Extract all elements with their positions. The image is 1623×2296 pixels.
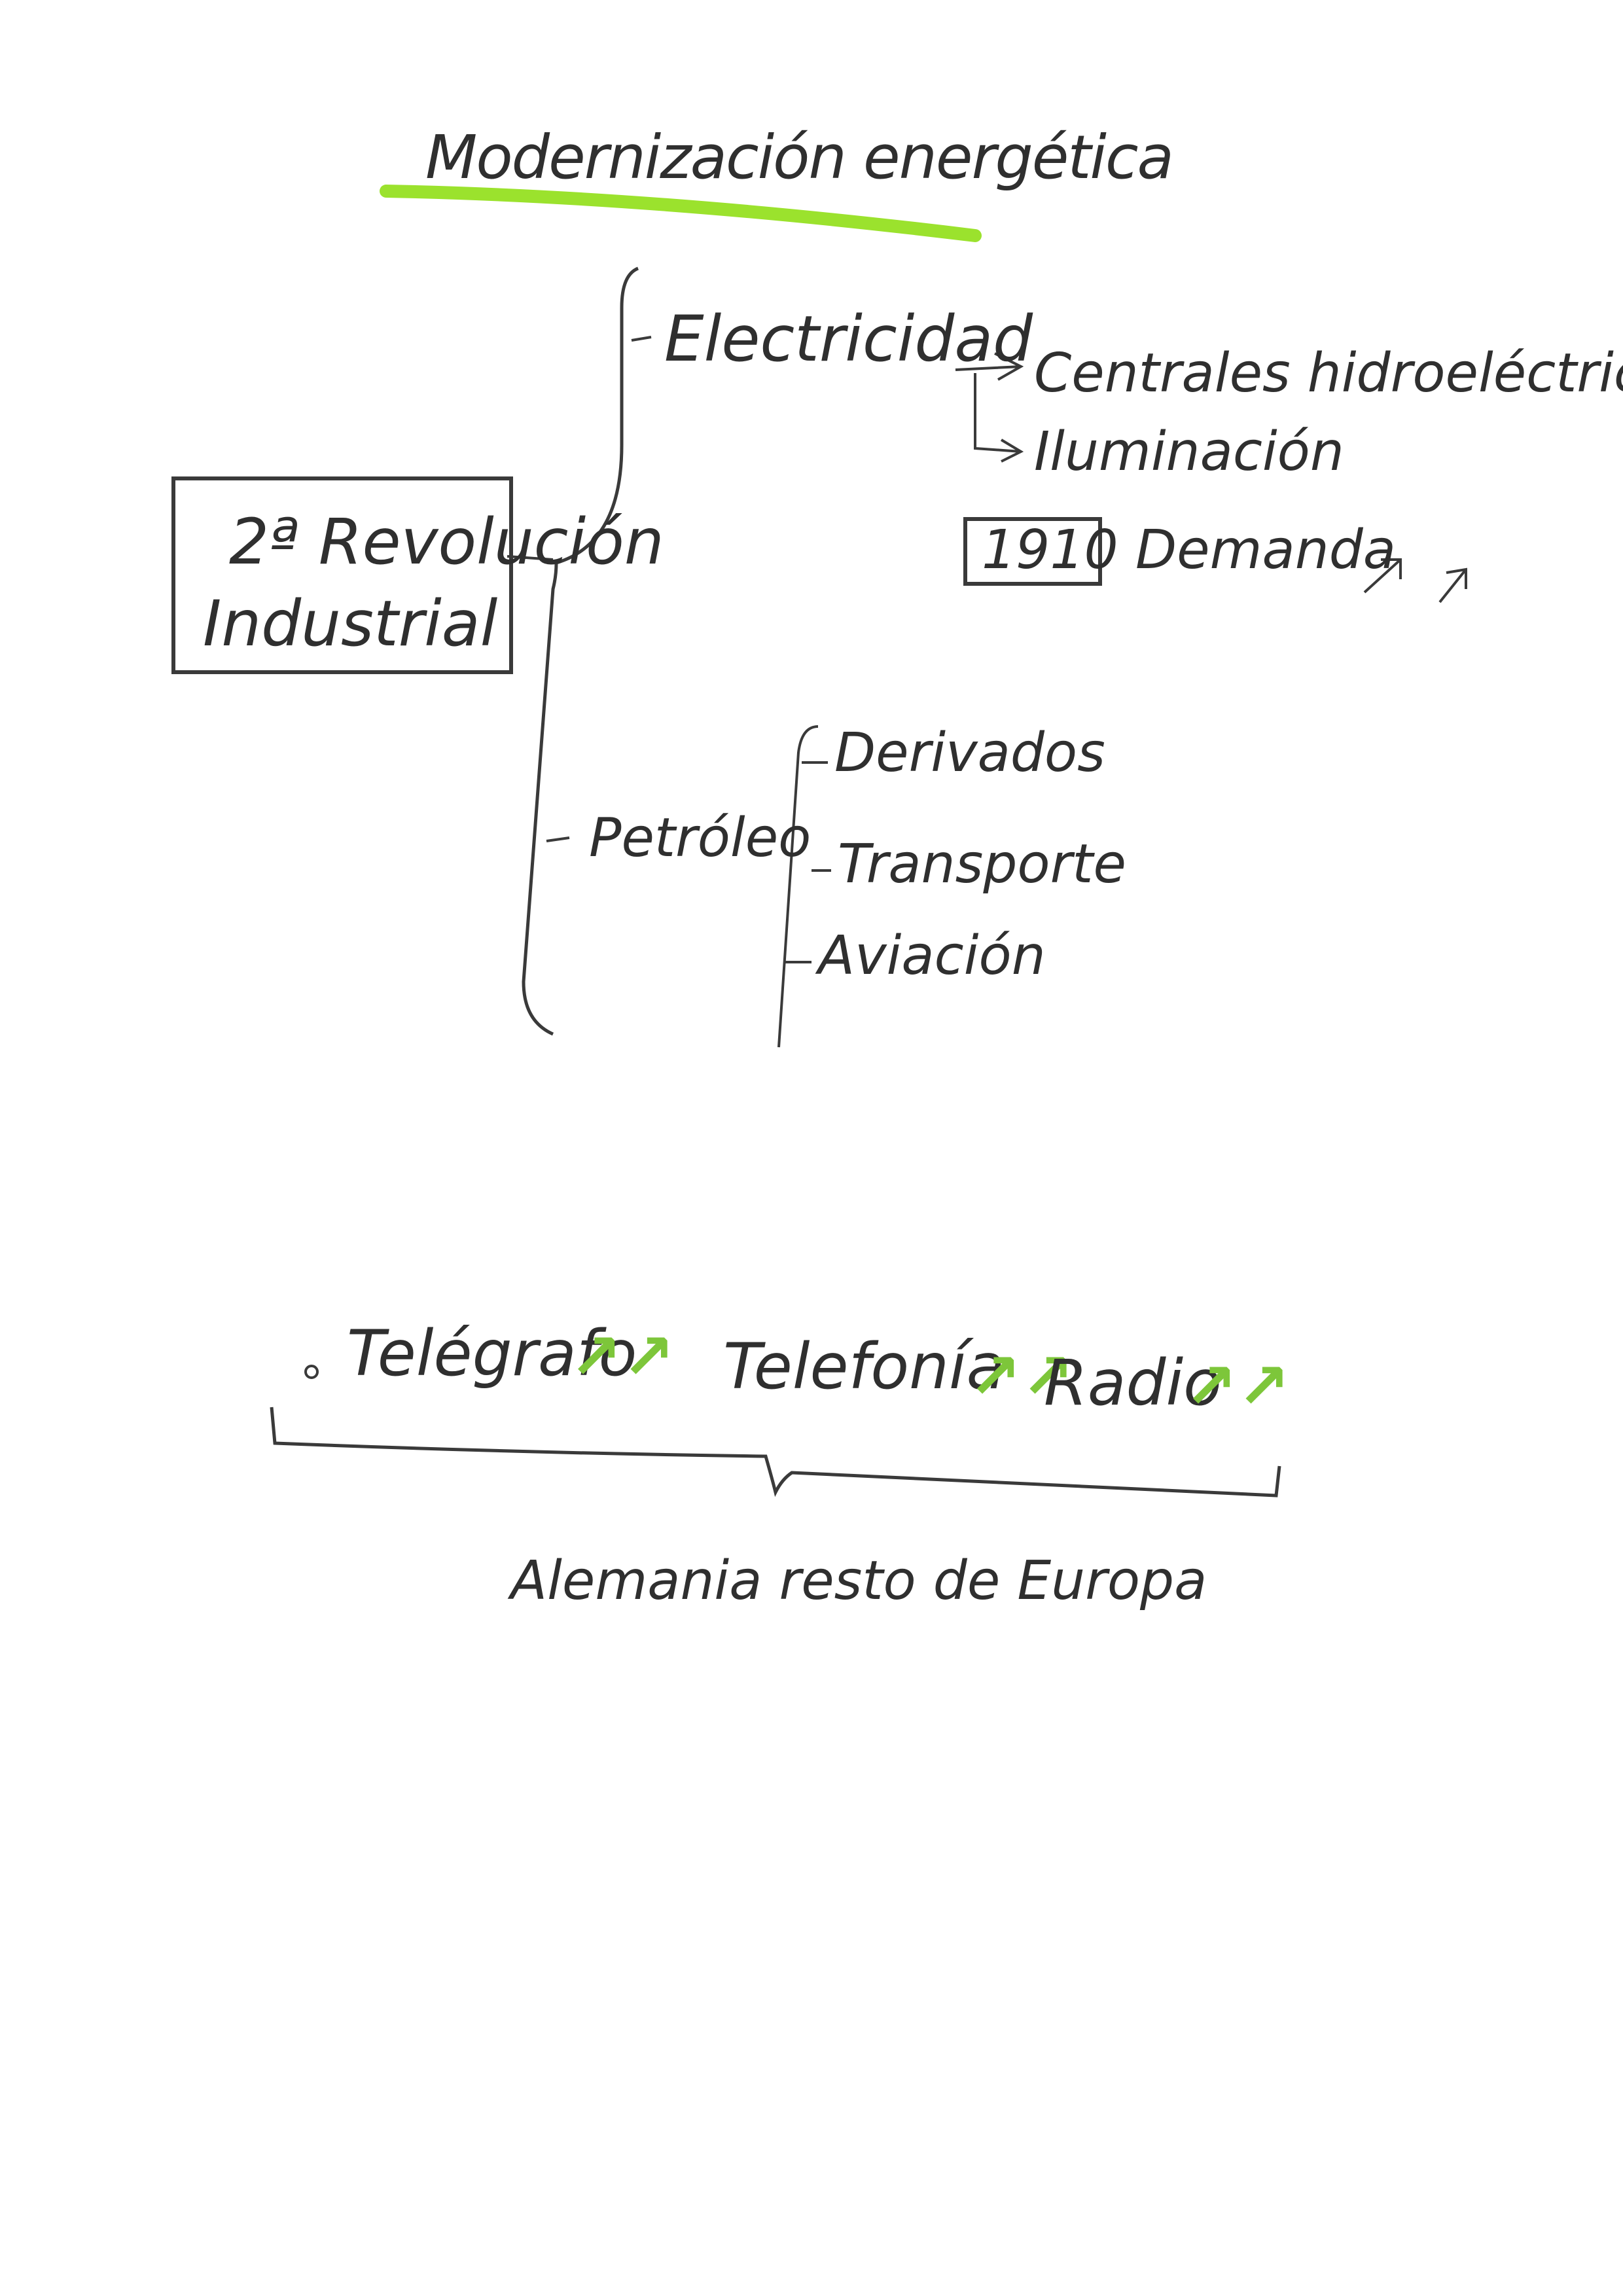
central-topic-box (171, 476, 513, 674)
electricidad-item-centrales: Centrales hidroeléctricas (1034, 342, 1623, 404)
arrow-centrales (955, 352, 1024, 381)
title-highlight (380, 185, 982, 242)
communications-summary: Alemania resto de Europa (510, 1550, 1207, 1612)
branch-electricidad: Electricidad (664, 302, 1033, 376)
main-brace-lower (522, 562, 558, 1036)
petroleo-item-transporte: Transporte (838, 833, 1126, 895)
year-label: 1910 (982, 519, 1118, 581)
comm-radio: Radio (1044, 1346, 1222, 1420)
demand-arrow-1 (1363, 558, 1402, 594)
central-topic-line1: 2ª Revolución (229, 505, 664, 579)
comm-telegraph: Telégrafo (347, 1317, 637, 1390)
demand-label: Demanda (1135, 519, 1396, 581)
petroleo-brace (777, 725, 819, 1048)
box-connector (507, 555, 554, 561)
telephony-up-arrows-icon: ↗↗ (969, 1340, 1074, 1413)
petroleo-dash (546, 836, 570, 842)
central-topic-line2: Industrial (203, 587, 498, 660)
branch-petroleo: Petróleo (589, 807, 812, 869)
telegraph-up-arrows-icon: ↗↗ (569, 1320, 675, 1393)
petroleo-item-aviacion: Aviación (818, 925, 1046, 987)
main-brace-upper (556, 266, 639, 565)
year-box (963, 517, 1102, 586)
radio-up-arrows-icon: ↗↗ (1185, 1350, 1290, 1423)
electricidad-item-iluminacion: Iluminación (1034, 421, 1344, 483)
page-title: Modernización energética (425, 122, 1174, 192)
arrow-iluminacion (974, 373, 1024, 463)
bullet-icon (304, 1365, 319, 1379)
demand-arrow-2 (1438, 567, 1467, 603)
communications-underbrace (270, 1407, 1281, 1498)
comm-telephony: Telefonía (723, 1330, 1005, 1403)
petroleo-item-derivados: Derivados (834, 722, 1105, 784)
electricidad-dash (631, 336, 652, 342)
